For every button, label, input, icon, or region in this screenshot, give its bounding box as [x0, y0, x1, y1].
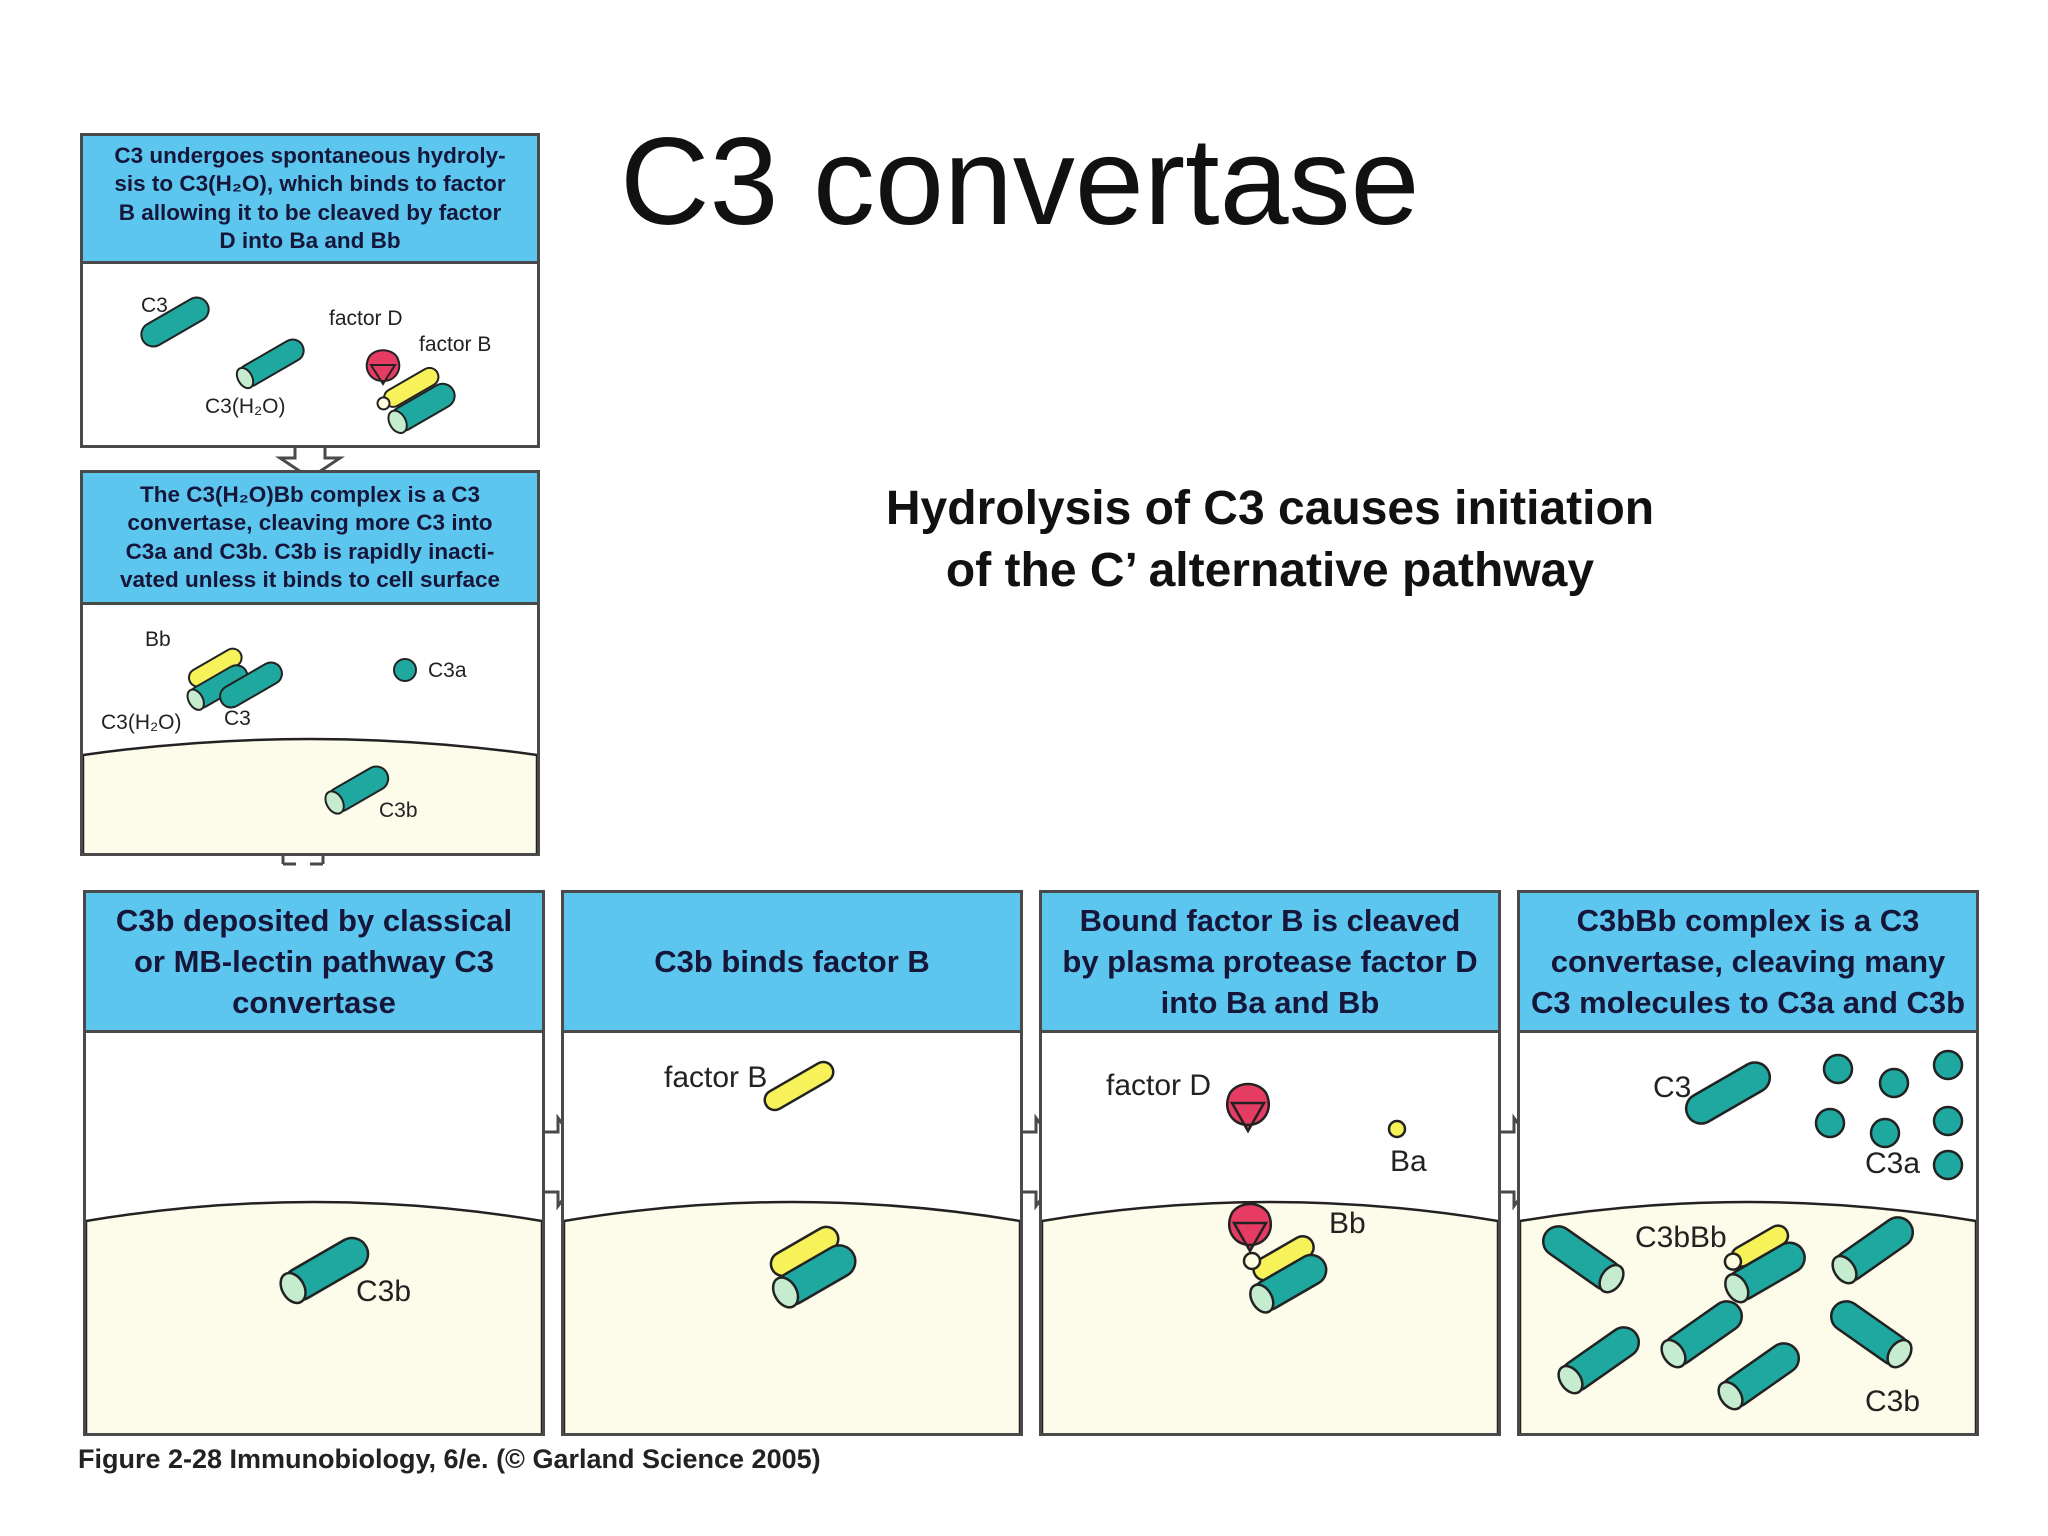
- subtitle-line-1: Hydrolysis of C3 causes initiation: [885, 482, 1655, 535]
- bottom-panel-3-header: Bound factor B is cleaved by plasma prot…: [1042, 893, 1498, 1033]
- bottom-panel-1-header: C3b deposited by classical or MB-lectin …: [86, 893, 542, 1033]
- c3-molecule: [140, 296, 210, 348]
- subtitle: Hydrolysis of C3 causes initiation of th…: [800, 478, 1740, 602]
- cell-surface: [1042, 1200, 1498, 1433]
- c3-molecule: [1684, 1061, 1772, 1125]
- bottom-panel-4-art: C3 C3a C3bBb C3b: [1520, 1049, 1976, 1433]
- header-line: convertase, cleaving more C3 into: [127, 510, 493, 535]
- header-line: into Ba and Bb: [1160, 985, 1380, 1020]
- c3a-molecule: [1932, 1149, 1964, 1181]
- factor-d-bound-molecule: [1227, 1202, 1273, 1254]
- cell-surface: [86, 1200, 542, 1433]
- c3b-molecule: [279, 1236, 370, 1305]
- c3h2o-molecule: [235, 338, 305, 390]
- c3b-molecule: [324, 765, 390, 815]
- label-c3h2o: C3(H₂O): [101, 711, 181, 734]
- c3a-molecule: [1878, 1067, 1910, 1099]
- label-c3a: C3a: [1865, 1147, 1920, 1180]
- header-line: C3 molecules to C3a and C3b: [1530, 985, 1966, 1020]
- figure-caption: Figure 2-28 Immunobiology, 6/e. (© Garla…: [78, 1444, 821, 1474]
- label-c3b: C3b: [379, 799, 418, 822]
- bottom-panel-4-header: C3bBb complex is a C3 convertase, cleavi…: [1520, 893, 1976, 1033]
- header-line: C3b binds factor B: [654, 944, 930, 979]
- top-panel-2-art: Bb C3a C3(H₂O) C3 C3b: [83, 628, 537, 853]
- c3bbb-complex: [1249, 1234, 1328, 1314]
- label-c3: C3: [224, 707, 251, 730]
- header-line: C3 undergoes spontaneous hydroly-: [114, 142, 506, 168]
- label-c3h2o: C3(H₂O): [205, 395, 285, 418]
- header-line: C3bBb complex is a C3: [1576, 903, 1920, 938]
- c3h2obb-complex: [186, 647, 249, 711]
- factor-b-molecule: [376, 366, 456, 434]
- label-c3: C3: [141, 294, 168, 317]
- c3a-molecule: [393, 658, 417, 682]
- cell-surface: [564, 1200, 1020, 1433]
- c3b-factor-b-complex: [769, 1225, 857, 1309]
- header-line: B allowing it to be cleaved by factor: [118, 199, 502, 225]
- label-factor-d: factor D: [1106, 1069, 1211, 1102]
- bottom-panel-2-art: factor B: [564, 1060, 1020, 1433]
- bottom-panel-3: Bound factor B is cleaved by plasma prot…: [1039, 890, 1501, 1436]
- factor-d-molecule: [365, 349, 401, 386]
- factor-d-molecule: [1225, 1082, 1271, 1134]
- bottom-panel-4: C3bBb complex is a C3 convertase, cleavi…: [1517, 890, 1979, 1436]
- c3a-molecule: [1932, 1105, 1964, 1137]
- c3a-molecule: [1814, 1107, 1846, 1139]
- header-line: Bound factor B is cleaved: [1079, 903, 1461, 938]
- label-bb: Bb: [145, 628, 171, 651]
- header-line: vated unless it binds to cell surface: [119, 567, 501, 592]
- c3b-molecule: [1541, 1225, 1625, 1294]
- cleavage-site: [1242, 1251, 1262, 1271]
- cell-surface: [83, 737, 537, 853]
- label-c3a: C3a: [428, 659, 467, 682]
- label-ba: Ba: [1390, 1145, 1427, 1178]
- label-bb: Bb: [1329, 1207, 1366, 1240]
- label-factor-b: factor B: [419, 333, 491, 356]
- c3b-molecule: [1717, 1342, 1801, 1411]
- top-panel-2-header: The C3(H₂O)Bb complex is a C3 convertase…: [83, 473, 537, 605]
- header-line: convertase, cleaving many: [1550, 944, 1946, 979]
- header-line: C3b deposited by classical: [115, 903, 513, 938]
- c3-molecule: [219, 661, 283, 709]
- c3b-molecule: [1557, 1326, 1641, 1395]
- label-c3b: C3b: [356, 1275, 411, 1308]
- bottom-panel-1: C3b deposited by classical or MB-lectin …: [83, 890, 545, 1436]
- bottom-panel-1-art: C3b: [86, 1200, 542, 1433]
- header-line: or MB-lectin pathway C3: [133, 944, 494, 979]
- label-c3bbb: C3bBb: [1635, 1221, 1727, 1254]
- label-factor-b: factor B: [664, 1061, 767, 1094]
- top-panel-2: The C3(H₂O)Bb complex is a C3 convertase…: [80, 470, 540, 856]
- c3b-molecule: [1660, 1300, 1744, 1369]
- subtitle-line-2: of the C’ alternative pathway: [945, 544, 1595, 597]
- header-line: D into Ba and Bb: [219, 228, 401, 253]
- header-line: convertase: [232, 985, 396, 1020]
- header-line: C3a and C3b. C3b is rapidly inacti-: [125, 538, 495, 564]
- top-panel-1-header: C3 undergoes spontaneous hydroly- sis to…: [83, 136, 537, 264]
- header-line: by plasma protease factor D: [1062, 944, 1478, 979]
- down-arrow-2: [281, 852, 325, 866]
- label-factor-d: factor D: [329, 307, 403, 330]
- header-line: The C3(H₂O)Bb complex is a C3: [139, 481, 481, 507]
- bottom-panel-3-art: factor D Ba Bb: [1042, 1069, 1498, 1433]
- top-panel-1: C3 undergoes spontaneous hydroly- sis to…: [80, 133, 540, 448]
- c3a-molecule: [1822, 1053, 1854, 1085]
- factor-b-molecule: [763, 1060, 835, 1112]
- label-c3b: C3b: [1865, 1385, 1920, 1418]
- c3a-molecule: [1869, 1117, 1901, 1149]
- bottom-panel-2-header: C3b binds factor B: [564, 893, 1020, 1033]
- slide-title: C3 convertase: [620, 113, 1420, 251]
- ba-molecule: [1387, 1119, 1407, 1139]
- c3b-molecule: [1831, 1216, 1915, 1285]
- label-c3: C3: [1653, 1071, 1691, 1104]
- c3bbb-complex: [1723, 1224, 1806, 1304]
- top-panel-1-art: C3 factor D factor B C3(H₂O): [140, 294, 491, 434]
- header-line: sis to C3(H₂O), which binds to factor: [114, 171, 506, 196]
- bottom-panel-2: C3b binds factor B factor B: [561, 890, 1023, 1436]
- c3a-molecule: [1932, 1049, 1964, 1081]
- c3b-molecule: [1829, 1300, 1913, 1369]
